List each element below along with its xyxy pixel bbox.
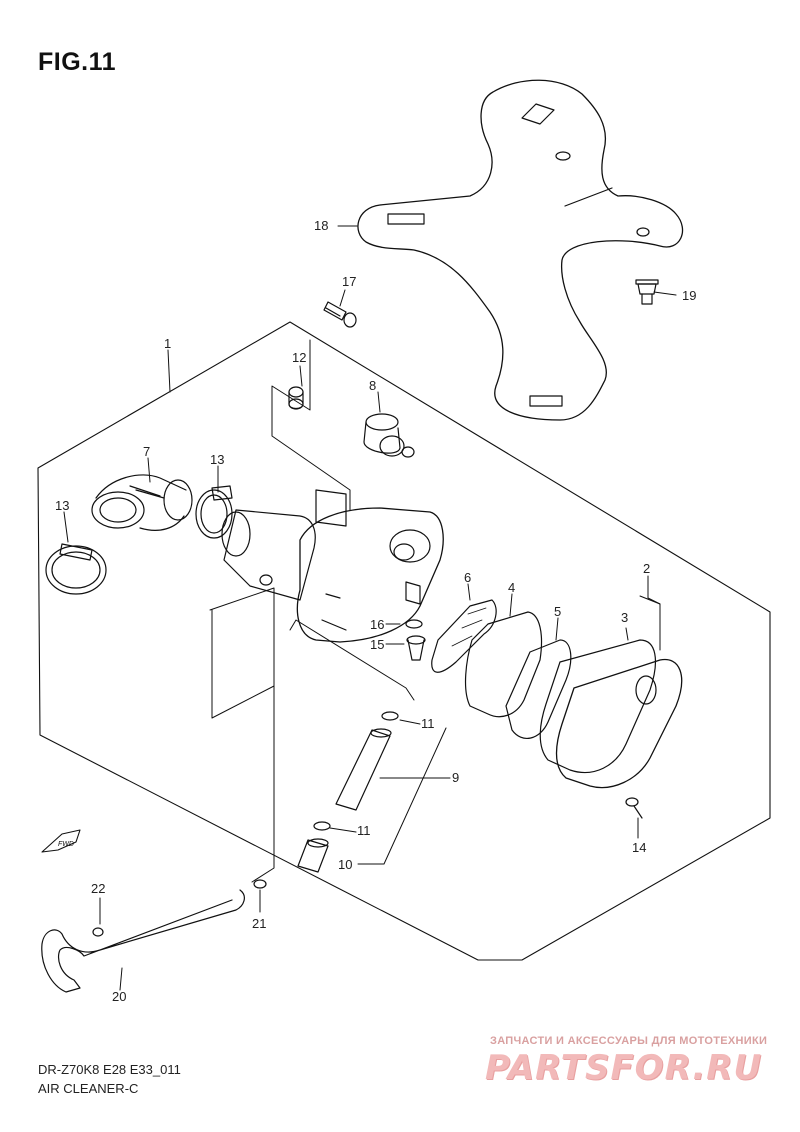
- part-11-clip-upper: [381, 711, 399, 721]
- callout-20: 20: [112, 989, 126, 1004]
- part-10-drain-cap: [297, 838, 329, 873]
- callout-4: 4: [508, 580, 515, 595]
- part-6-mesh: [431, 599, 497, 673]
- callout-5: 5: [554, 604, 561, 619]
- callout-15: 15: [370, 637, 384, 652]
- part-18-bracket: [357, 79, 684, 421]
- callout-2: 2: [643, 561, 650, 576]
- assembly-outline: [37, 321, 771, 961]
- callout-13-upper: 13: [210, 452, 224, 467]
- part-17-bolt: [323, 301, 357, 328]
- part-22-clip: [92, 927, 104, 937]
- figure-title: FIG.11: [38, 48, 117, 76]
- callout-19: 19: [682, 288, 696, 303]
- callout-22: 22: [91, 881, 105, 896]
- part-21-clip: [253, 879, 267, 889]
- part-14-screw: [625, 797, 643, 819]
- air-cleaner-case: [221, 489, 444, 643]
- callout-10: 10: [338, 857, 352, 872]
- part-9-drain-pipe: [335, 728, 392, 811]
- callout-12: 12: [292, 350, 306, 365]
- section-name: AIR CLEANER-C: [38, 1081, 139, 1096]
- part-4-filter: [464, 611, 543, 718]
- model-code: DR-Z70K8 E28 E33_011: [38, 1062, 181, 1077]
- callout-11-lower: 11: [357, 823, 371, 838]
- part-12-grommet: [288, 386, 304, 410]
- callout-11-upper: 11: [421, 716, 435, 731]
- fwd-label: FWD: [58, 841, 74, 848]
- callout-8: 8: [369, 378, 376, 393]
- part-2-cover: [555, 658, 683, 789]
- callout-7: 7: [143, 444, 150, 459]
- callout-18: 18: [314, 218, 328, 233]
- watermark-tagline: ЗАПЧАСТИ И АКСЕССУАРЫ ДЛЯ МОТОТЕХНИКИ: [490, 1035, 768, 1047]
- leader-lines: [63, 225, 677, 991]
- callout-1: 1: [164, 336, 171, 351]
- callout-14: 14: [632, 840, 646, 855]
- part-15-drain-plug: [406, 635, 426, 661]
- callout-17: 17: [342, 274, 356, 289]
- callout-9: 9: [452, 770, 459, 785]
- callout-3: 3: [621, 610, 628, 625]
- callout-16: 16: [370, 617, 384, 632]
- watermark-logo: PARTSFOR.RU: [485, 1048, 763, 1088]
- callout-21: 21: [252, 916, 266, 931]
- part-13-clamp-left: [45, 543, 107, 595]
- part-16-ring: [405, 619, 423, 629]
- callout-13-left: 13: [55, 498, 69, 513]
- part-11-clip-lower: [313, 821, 331, 831]
- part-19-rivet: [635, 279, 659, 305]
- part-13-clamp-upper: [195, 485, 233, 539]
- part-8-breather: [363, 413, 415, 458]
- part-20-breather-hose: [41, 889, 245, 993]
- fwd-arrow: FWD: [41, 829, 81, 853]
- part-5-gasket: [505, 639, 572, 739]
- part-3-seal: [539, 639, 657, 774]
- callout-6: 6: [464, 570, 471, 585]
- callout-labels: 1 2 3 4 5 6 7 8 9 10 11 11 12 13 13 14 1…: [55, 218, 696, 1004]
- part-7-intake-boot: [91, 474, 193, 531]
